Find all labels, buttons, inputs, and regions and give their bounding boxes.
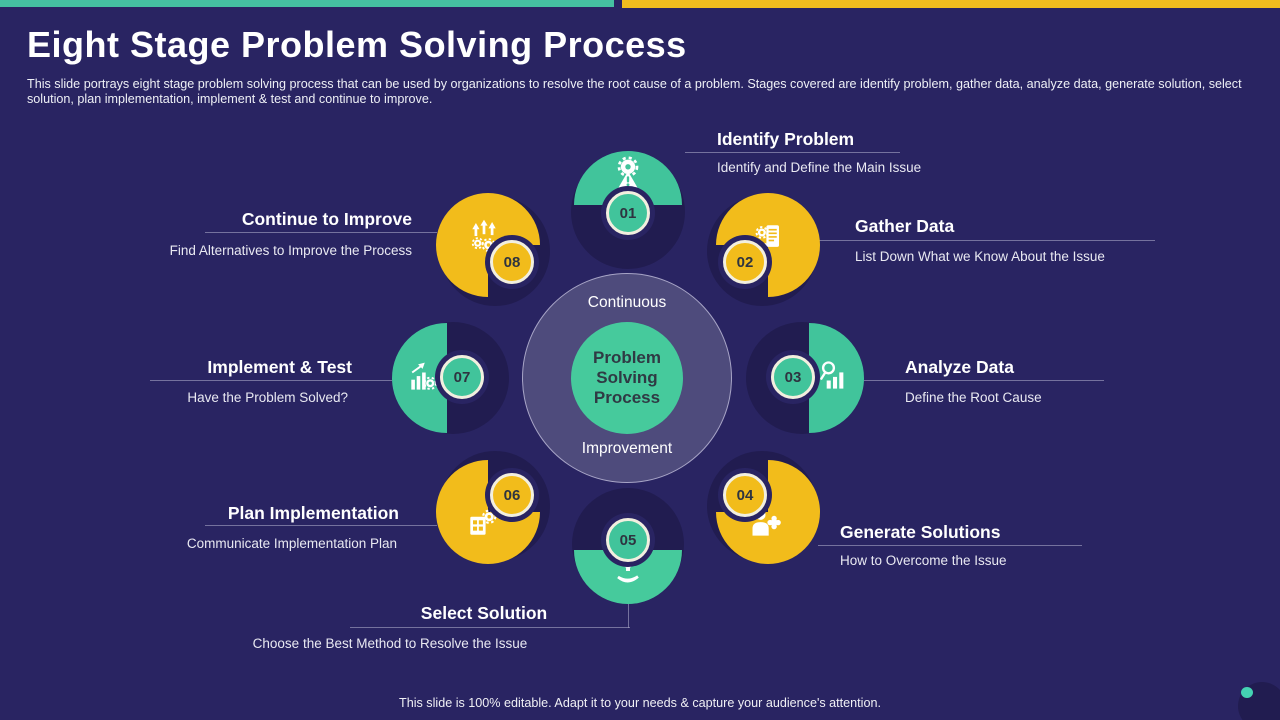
stage-04-description: How to Overcome the Issue bbox=[840, 553, 1007, 568]
document-gear-icon bbox=[755, 225, 779, 247]
stage-07-number-badge: 07 bbox=[440, 355, 484, 399]
arrows-gears-icon bbox=[471, 219, 496, 252]
magnifier-bars-icon bbox=[820, 361, 844, 389]
page-title: Eight Stage Problem Solving Process bbox=[27, 24, 687, 65]
connector-line-05-vertical bbox=[628, 603, 629, 628]
slide-description: This slide portrays eight stage problem … bbox=[27, 77, 1242, 106]
corner-accent-dot bbox=[1241, 687, 1253, 698]
stage-06-number: 06 bbox=[503, 486, 521, 504]
stage-05-title: Select Solution bbox=[420, 603, 548, 623]
person-puzzle-icon bbox=[752, 509, 781, 536]
connector-line-01 bbox=[685, 152, 900, 153]
stage-08-description: Find Alternatives to Improve the Process bbox=[169, 243, 412, 258]
top-accent-bar-teal bbox=[0, 0, 614, 7]
connector-line-03 bbox=[864, 380, 1104, 381]
stage-01-description: Identify and Define the Main Issue bbox=[717, 160, 922, 175]
stage-03-number-badge: 03 bbox=[771, 355, 815, 399]
stage-02-description: List Down What we Know About the Issue bbox=[855, 249, 1105, 264]
stage-06-title: Plan Implementation bbox=[227, 503, 399, 523]
stage-06-description: Communicate Implementation Plan bbox=[186, 536, 397, 551]
stage-05-number-badge: 05 bbox=[606, 518, 650, 562]
top-accent-bar-yellow bbox=[622, 0, 1280, 8]
connector-line-08 bbox=[205, 232, 437, 233]
stage-02-number-badge: 02 bbox=[723, 240, 767, 284]
stage-04-number-badge: 04 bbox=[723, 473, 767, 517]
stage-06-number-badge: 06 bbox=[490, 473, 534, 517]
connector-line-05 bbox=[350, 627, 630, 628]
board-gear-icon bbox=[470, 509, 497, 535]
stage-02-title: Gather Data bbox=[855, 216, 955, 236]
stage-03-number: 03 bbox=[784, 368, 802, 386]
connector-line-06 bbox=[205, 525, 437, 526]
stage-08-number-badge: 08 bbox=[490, 240, 534, 284]
connector-line-04 bbox=[818, 545, 1082, 546]
stage-05-description: Choose the Best Method to Resolve the Is… bbox=[252, 636, 528, 651]
stage-07-description: Have the Problem Solved? bbox=[187, 390, 348, 405]
connector-line-02 bbox=[818, 240, 1155, 241]
stage-03-title: Analyze Data bbox=[905, 357, 1014, 377]
connector-line-07 bbox=[150, 380, 392, 381]
stage-01-title: Identify Problem bbox=[717, 129, 855, 149]
center-top-label: Continuous bbox=[587, 294, 667, 311]
chart-arrow-gear-icon bbox=[411, 362, 437, 390]
stage-01-number: 01 bbox=[619, 204, 637, 222]
stage-07-title: Implement & Test bbox=[207, 357, 352, 377]
stage-01-number-badge: 01 bbox=[606, 191, 650, 235]
footer-note: This slide is 100% editable. Adapt it to… bbox=[399, 696, 881, 710]
stage-03-description: Define the Root Cause bbox=[905, 390, 1042, 405]
stage-04-title: Generate Solutions bbox=[840, 522, 1001, 542]
stage-07-number: 07 bbox=[453, 368, 471, 386]
stage-08-number: 08 bbox=[503, 253, 521, 271]
stage-02-number: 02 bbox=[736, 253, 754, 271]
stage-05-number: 05 bbox=[619, 531, 637, 549]
gear-warning-icon bbox=[617, 156, 639, 188]
stage-08-title: Continue to Improve bbox=[241, 209, 412, 229]
center-bottom-label: Improvement bbox=[581, 440, 673, 457]
center-core-circle: Problem Solving Process bbox=[571, 322, 683, 434]
stage-04-number: 04 bbox=[736, 486, 754, 504]
